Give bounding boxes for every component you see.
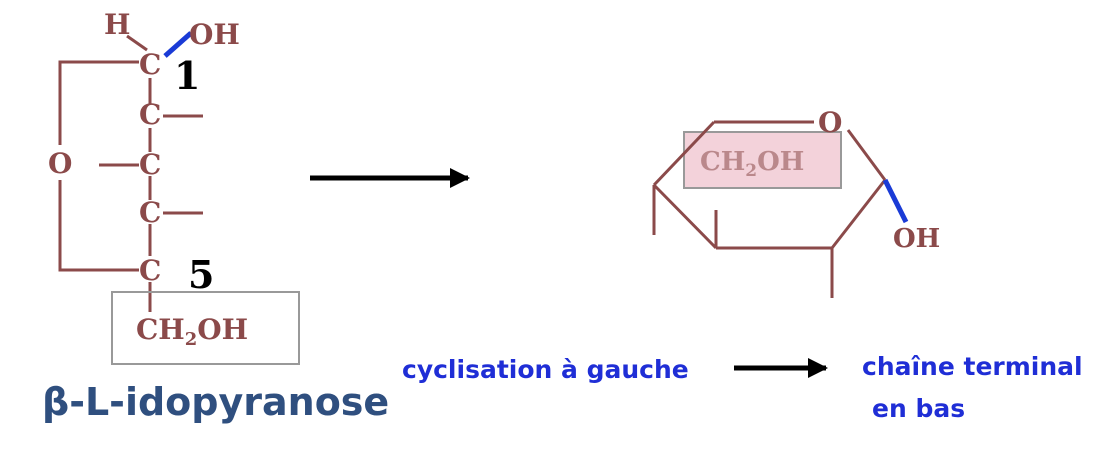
- haworth-anomeric-bond: [882, 178, 909, 224]
- haworth-ch2oh-highlight: [683, 131, 842, 189]
- ring-bond-upper: [58, 60, 139, 145]
- carbon-4: C: [139, 196, 161, 229]
- ring-bond-lower: [58, 180, 139, 272]
- carbon-label-1: 1: [174, 53, 200, 98]
- carbon-2: C: [139, 98, 161, 131]
- haworth-oh-group: OH: [893, 224, 940, 254]
- carbon-1: C: [139, 48, 161, 81]
- ring-right-front-bond: [830, 179, 887, 249]
- anomeric-bond-highlight: [163, 31, 193, 58]
- carbon-3: C: [139, 148, 161, 181]
- chain-note-line1: chaîne terminal: [862, 352, 1083, 381]
- haworth-ring: [652, 120, 887, 298]
- ring-oxygen: O: [48, 147, 72, 180]
- ring-o-c1-bond: [846, 129, 887, 181]
- carbon-5: C: [139, 254, 161, 287]
- compound-name: β-L-idopyranose: [42, 380, 390, 424]
- chain-note-line2: en bas: [872, 394, 966, 423]
- carbon-label-5: 5: [188, 252, 214, 297]
- fischer-projection: [58, 34, 203, 312]
- haworth-ring-oxygen: O: [818, 106, 842, 139]
- ring-left-back-bond: [652, 120, 716, 187]
- h-c1-bond: [126, 34, 148, 52]
- h-atom: H: [104, 8, 130, 41]
- ch2oh-frame: [111, 291, 300, 365]
- ch2oh-group: CH2OH: [136, 313, 248, 350]
- ring-left-front-bond: [652, 183, 718, 250]
- haworth-ch2oh-group: CH2OH: [700, 147, 804, 181]
- cyclisation-note: cyclisation à gauche: [402, 355, 689, 384]
- oh-group: OH: [189, 18, 240, 51]
